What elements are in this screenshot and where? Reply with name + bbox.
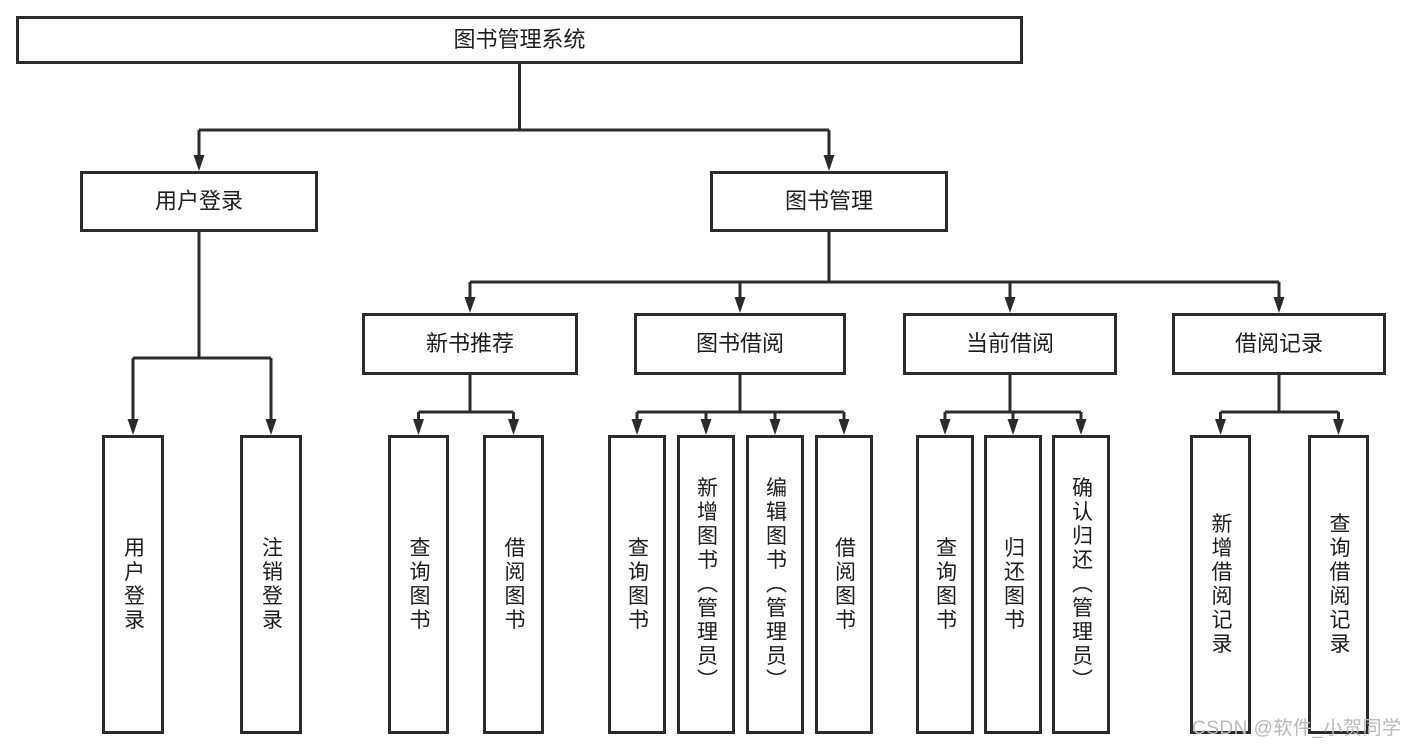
arrow-head-icon [193,155,205,171]
node-box [903,313,1117,375]
node-label: 借阅图书 [833,537,857,633]
arrow-head-icon [413,419,424,435]
node-leaf_5[interactable]: 查询图书 [608,435,666,734]
arrow-head-icon [1007,419,1019,435]
arrow-head-icon [464,297,476,313]
arrow-head-icon [769,419,781,435]
node-box [1308,435,1369,734]
node-box [16,16,1023,64]
node-l3_d[interactable]: 借阅记录 [1172,313,1386,375]
node-l3_a[interactable]: 新书推荐 [362,313,578,375]
arrow-head-icon [265,419,277,435]
node-l3_c[interactable]: 当前借阅 [903,313,1117,375]
node-box [1172,313,1386,375]
node-l3_b[interactable]: 图书借阅 [634,313,846,375]
arrow-head-icon [631,419,643,435]
arrow-head-icon [1075,419,1087,435]
arrow-head-icon [700,419,712,435]
node-label: 查询图书 [626,537,650,633]
node-box [916,435,974,734]
arrow-head-icon [1333,419,1344,435]
node-label: 借阅图书 [502,537,526,633]
node-label: 查询借阅记录 [1327,513,1351,657]
node-label: 查询图书 [934,537,958,633]
node-leaf_11[interactable]: 确认归还（管理员） [1052,435,1110,734]
node-label: 用户登录 [122,537,146,633]
node-label: 新增图书（管理员） [695,477,719,693]
node-box [483,435,544,734]
node-box [746,435,804,734]
node-label: 注销登录 [260,537,284,633]
arrow-head-icon [1273,297,1285,313]
arrow-head-icon [127,419,139,435]
node-leaf_3[interactable]: 查询图书 [388,435,449,734]
node-leaf_2[interactable]: 注销登录 [240,435,302,734]
node-box [388,435,449,734]
node-leaf_10[interactable]: 归还图书 [984,435,1042,734]
node-leaf_12[interactable]: 新增借阅记录 [1190,435,1251,734]
node-leaf_7[interactable]: 编辑图书（管理员） [746,435,804,734]
node-leaf_4[interactable]: 借阅图书 [483,435,544,734]
node-label: 图书管理 [785,188,873,213]
csdn-watermark: CSDN @软件_小贺同学 [1192,718,1402,739]
node-label: 用户登录 [155,188,243,213]
node-label: 查询图书 [407,537,431,633]
edge-layer [127,64,1344,435]
node-box [1052,435,1110,734]
node-box [362,313,578,375]
node-box [984,435,1042,734]
node-label: 归还图书 [1002,537,1026,633]
node-label: 借阅记录 [1235,331,1323,356]
node-label: 图书管理系统 [453,27,585,52]
node-label: 确认归还（管理员） [1070,477,1094,693]
node-box [710,171,948,232]
arrow-head-icon [1004,297,1016,313]
arrow-head-icon [823,155,835,171]
node-box [634,313,846,375]
node-box [102,435,164,734]
node-l2_a[interactable]: 用户登录 [80,171,318,232]
node-leaf_6[interactable]: 新增图书（管理员） [677,435,735,734]
node-root[interactable]: 图书管理系统 [16,16,1023,64]
node-label: 当前借阅 [966,331,1054,356]
node-l2_b[interactable]: 图书管理 [710,171,948,232]
node-box [815,435,873,734]
node-box [80,171,318,232]
node-box [608,435,666,734]
arrow-head-icon [939,419,951,435]
node-leaf_9[interactable]: 查询图书 [916,435,974,734]
arrow-head-icon [1215,419,1226,435]
arrow-head-icon [734,297,746,313]
node-label: 新增借阅记录 [1209,513,1233,657]
arrow-head-icon [838,419,850,435]
node-leaf_1[interactable]: 用户登录 [102,435,164,734]
node-leaf_13[interactable]: 查询借阅记录 [1308,435,1369,734]
node-layer: 图书管理系统用户登录图书管理新书推荐图书借阅当前借阅借阅记录用户登录注销登录查询… [16,16,1386,734]
node-leaf_8[interactable]: 借阅图书 [815,435,873,734]
node-label: 编辑图书（管理员） [764,477,788,693]
node-box [240,435,302,734]
node-box [677,435,735,734]
node-label: 图书借阅 [696,331,784,356]
arrow-head-icon [508,419,519,435]
node-box [1190,435,1251,734]
node-label: 新书推荐 [426,331,514,356]
